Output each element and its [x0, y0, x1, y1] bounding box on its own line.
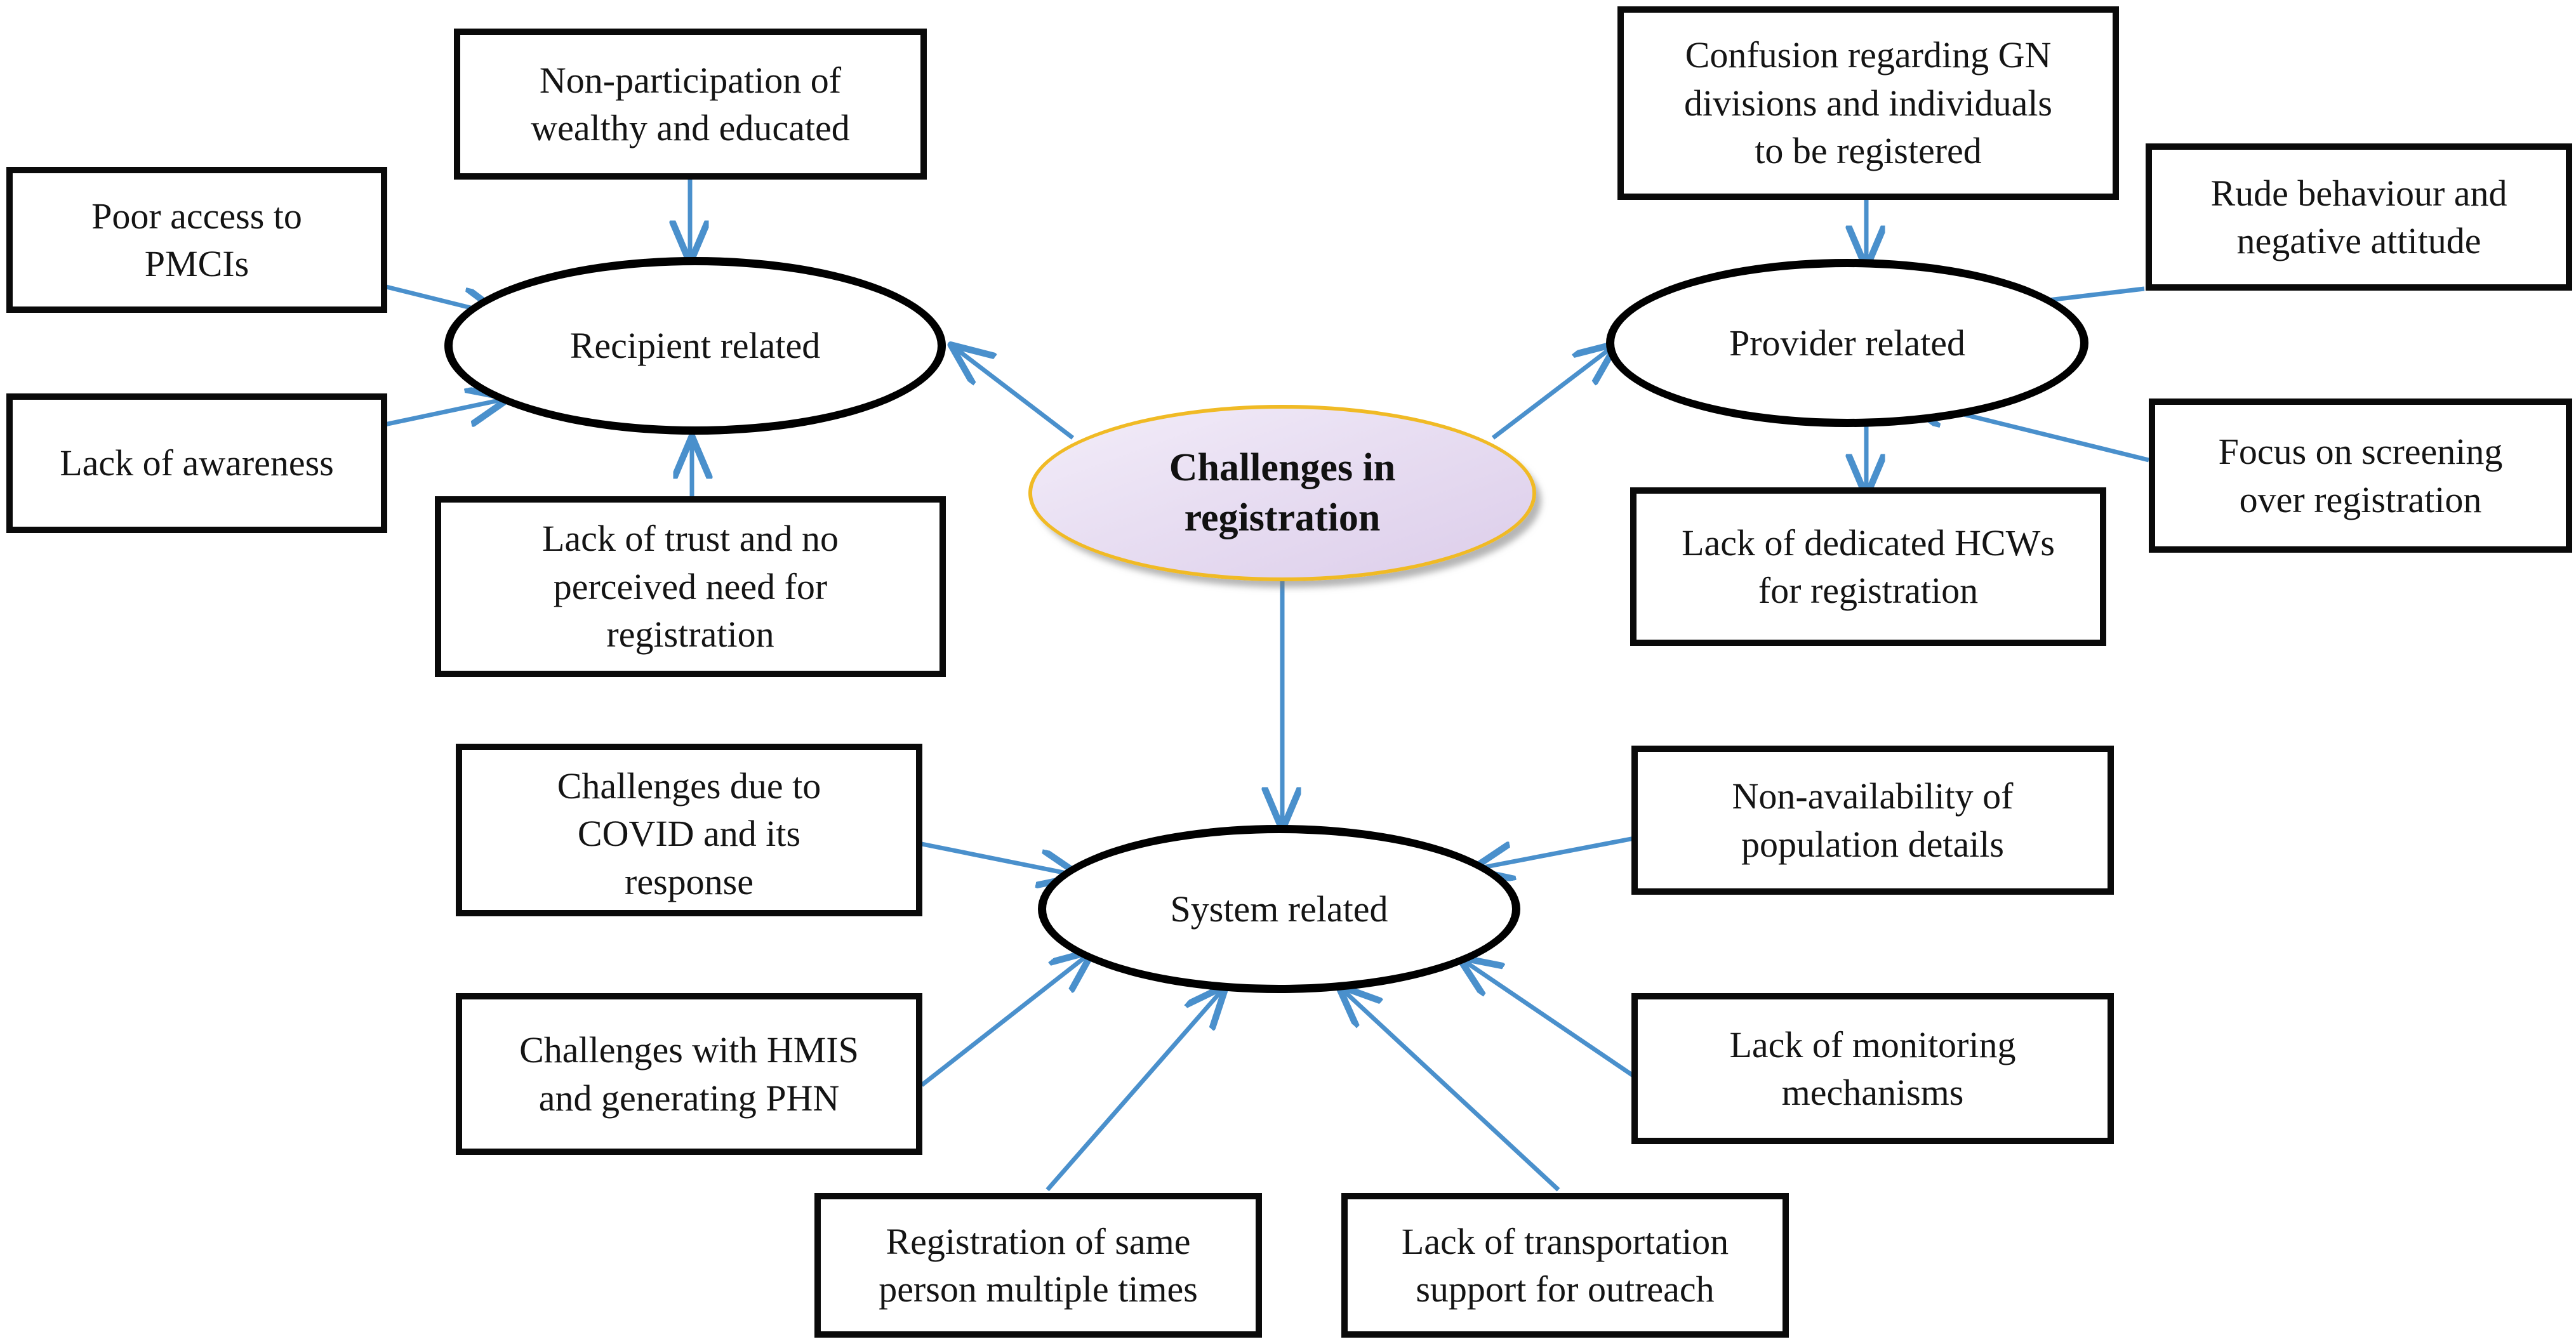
factor-label-focus-screening: Focus on screening over registration: [2218, 431, 2503, 520]
factor-box-covid-challenges[interactable]: Challenges due to COVID and its response: [456, 744, 922, 916]
category-node-label-recipient: Recipient related: [569, 325, 821, 367]
category-node-system-related[interactable]: System related: [1038, 825, 1520, 993]
factor-box-population-details[interactable]: Non-availability of population details: [1631, 746, 2114, 895]
factor-box-hmis-phn[interactable]: Challenges with HMIS and generating PHN: [456, 993, 922, 1155]
factor-box-rude-behaviour[interactable]: Rude behaviour and negative attitude: [2146, 143, 2572, 291]
edge-duplicate-to-system: [1046, 987, 1225, 1192]
factor-box-lack-trust[interactable]: Lack of trust and no perceived need for …: [435, 496, 946, 677]
factor-box-lack-awareness[interactable]: Lack of awareness: [6, 393, 387, 533]
category-node-label-system: System related: [1170, 888, 1388, 930]
edge-center-to-recipient: [952, 346, 1075, 440]
factor-label-transport-support: Lack of transportation support for outre…: [1401, 1220, 1729, 1310]
center-node-challenges-in-registration[interactable]: Challenges in registration: [1028, 405, 1536, 581]
edge-center-to-provider: [1491, 345, 1616, 440]
factor-box-poor-access[interactable]: Poor access to PMCIs: [6, 167, 387, 313]
center-node-label: Challenges in registration: [1169, 445, 1396, 539]
edge-covid-to-system: [921, 841, 1079, 876]
factor-label-non-participation: Non-participation of wealthy and educate…: [531, 59, 850, 148]
factor-box-confusion-gn[interactable]: Confusion regarding GN divisions and ind…: [1617, 6, 2119, 200]
factor-box-lack-hcws[interactable]: Lack of dedicated HCWs for registration: [1630, 487, 2106, 646]
edge-hmis-to-system: [920, 952, 1092, 1087]
factor-label-lack-awareness: Lack of awareness: [60, 442, 334, 484]
factor-label-population-details: Non-availability of population details: [1732, 775, 2014, 865]
factor-label-covid-challenges: Challenges due to COVID and its response: [557, 765, 821, 902]
factor-box-monitoring[interactable]: Lack of monitoring mechanisms: [1631, 993, 2114, 1144]
edge-monitoring-to-system: [1460, 958, 1639, 1081]
factor-label-lack-hcws: Lack of dedicated HCWs for registration: [1682, 522, 2055, 611]
factor-label-rude-behaviour: Rude behaviour and negative attitude: [2210, 172, 2507, 261]
factor-label-duplicate-registration: Registration of same person multiple tim…: [879, 1220, 1198, 1310]
category-node-recipient-related[interactable]: Recipient related: [444, 257, 946, 435]
category-node-provider-related[interactable]: Provider related: [1606, 259, 2088, 427]
factor-box-focus-screening[interactable]: Focus on screening over registration: [2149, 399, 2572, 553]
factor-label-lack-trust: Lack of trust and no perceived need for …: [541, 518, 839, 656]
factor-box-transport-support[interactable]: Lack of transportation support for outre…: [1341, 1193, 1789, 1338]
factor-box-duplicate-registration[interactable]: Registration of same person multiple tim…: [814, 1193, 1262, 1338]
category-node-label-provider: Provider related: [1729, 322, 1965, 364]
edge-transport-to-system: [1339, 987, 1560, 1192]
factor-label-confusion-gn: Confusion regarding GN divisions and ind…: [1684, 34, 2052, 172]
factor-label-monitoring: Lack of monitoring mechanisms: [1729, 1024, 2016, 1113]
factor-label-poor-access: Poor access to PMCIs: [91, 195, 302, 284]
factor-label-hmis-phn: Challenges with HMIS and generating PHN: [519, 1029, 859, 1119]
edge-population-details-to-system: [1473, 835, 1638, 869]
factor-box-non-participation[interactable]: Non-participation of wealthy and educate…: [454, 29, 927, 180]
